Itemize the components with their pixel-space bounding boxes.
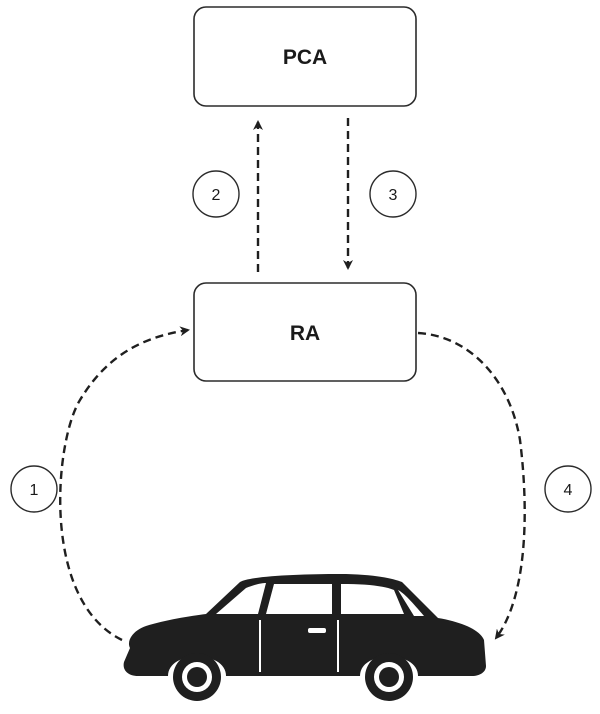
step-3-badge: 3 — [369, 170, 417, 218]
ra-label: RA — [290, 322, 320, 345]
ra-node: RA — [193, 282, 417, 382]
step-1-label: 1 — [30, 482, 39, 499]
car-icon — [123, 574, 487, 701]
step-2-badge: 2 — [192, 170, 240, 218]
step-4-label: 4 — [564, 482, 573, 499]
step-4-badge: 4 — [544, 465, 592, 513]
pca-label: PCA — [283, 46, 327, 69]
pca-node: PCA — [193, 6, 417, 107]
step-3-label: 3 — [389, 187, 398, 204]
edge-vehicle-to-ra — [59, 326, 190, 642]
step-1-badge: 1 — [10, 465, 58, 513]
edge-ra-to-vehicle — [417, 331, 526, 640]
step-2-label: 2 — [212, 187, 221, 204]
